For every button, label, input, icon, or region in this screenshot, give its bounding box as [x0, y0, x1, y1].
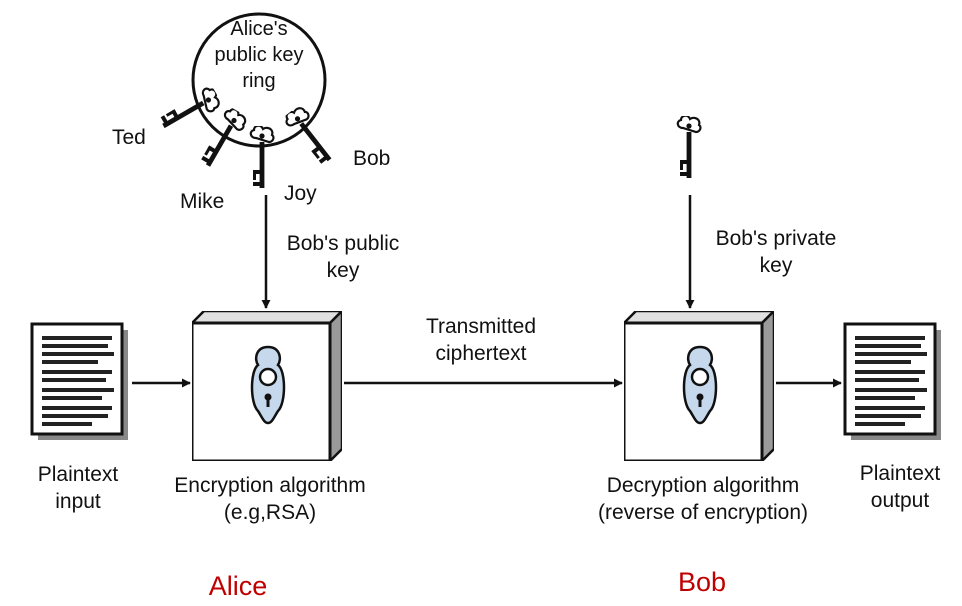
- key-owner-joy: Joy: [284, 182, 317, 205]
- key-owner-ted: Ted: [112, 126, 146, 149]
- public-key-label: Bob's public key: [268, 230, 418, 284]
- plaintext-output-label: Plaintext output: [842, 460, 958, 514]
- key-icon-mike: [197, 104, 251, 173]
- encryption-algorithm-label-line-1: Encryption algorithm: [174, 474, 366, 497]
- keyring-label-line-1: Alice's: [230, 18, 288, 40]
- plaintext-input-label-line-2: input: [55, 490, 101, 513]
- encryption-algorithm-label-line-2: (e.g,RSA): [223, 501, 317, 524]
- keyring-label: Alice's public key ring: [199, 16, 319, 94]
- plaintext-input-label-line-1: Plaintext: [37, 463, 119, 486]
- channel-label-line-2: ciphertext: [435, 342, 527, 365]
- plaintext-output-document-icon: [843, 322, 943, 442]
- public-key-label-line-2: key: [326, 259, 360, 282]
- channel-label: Transmitted ciphertext: [401, 313, 561, 367]
- public-key-label-line-1: Bob's public: [286, 232, 400, 255]
- keyring-label-line-2: public key: [214, 44, 304, 66]
- key-ring-circle: [191, 12, 327, 148]
- decryption-algorithm-label-line-2: (reverse of encryption): [597, 501, 809, 524]
- private-key-label-line-1: Bob's private: [715, 227, 837, 250]
- plaintext-output-label-line-1: Plaintext: [859, 462, 941, 485]
- party-label-bob: Bob: [677, 567, 727, 597]
- key-icon-joy: [249, 126, 275, 190]
- encryption-algorithm-label: Encryption algorithm (e.g,RSA): [150, 472, 390, 526]
- key-owner-bob: Bob: [353, 147, 391, 170]
- decryption-algorithm-label: Decryption algorithm (reverse of encrypt…: [570, 472, 836, 526]
- private-key-label-line-2: key: [759, 254, 793, 277]
- decryption-algorithm-label-line-1: Decryption algorithm: [606, 474, 800, 497]
- keyring-label-line-3: ring: [242, 70, 276, 92]
- key-icon-bob-public: [281, 102, 340, 168]
- plaintext-output-label-line-2: output: [870, 489, 930, 512]
- key-owner-mike: Mike: [180, 190, 225, 213]
- channel-label-line-1: Transmitted: [425, 315, 537, 338]
- key-icon-bob-private: [676, 116, 702, 180]
- private-key-label: Bob's private key: [696, 225, 856, 279]
- plaintext-input-document-icon: [30, 322, 130, 442]
- plaintext-input-label: Plaintext input: [20, 461, 136, 515]
- party-label-alice: Alice: [208, 571, 268, 601]
